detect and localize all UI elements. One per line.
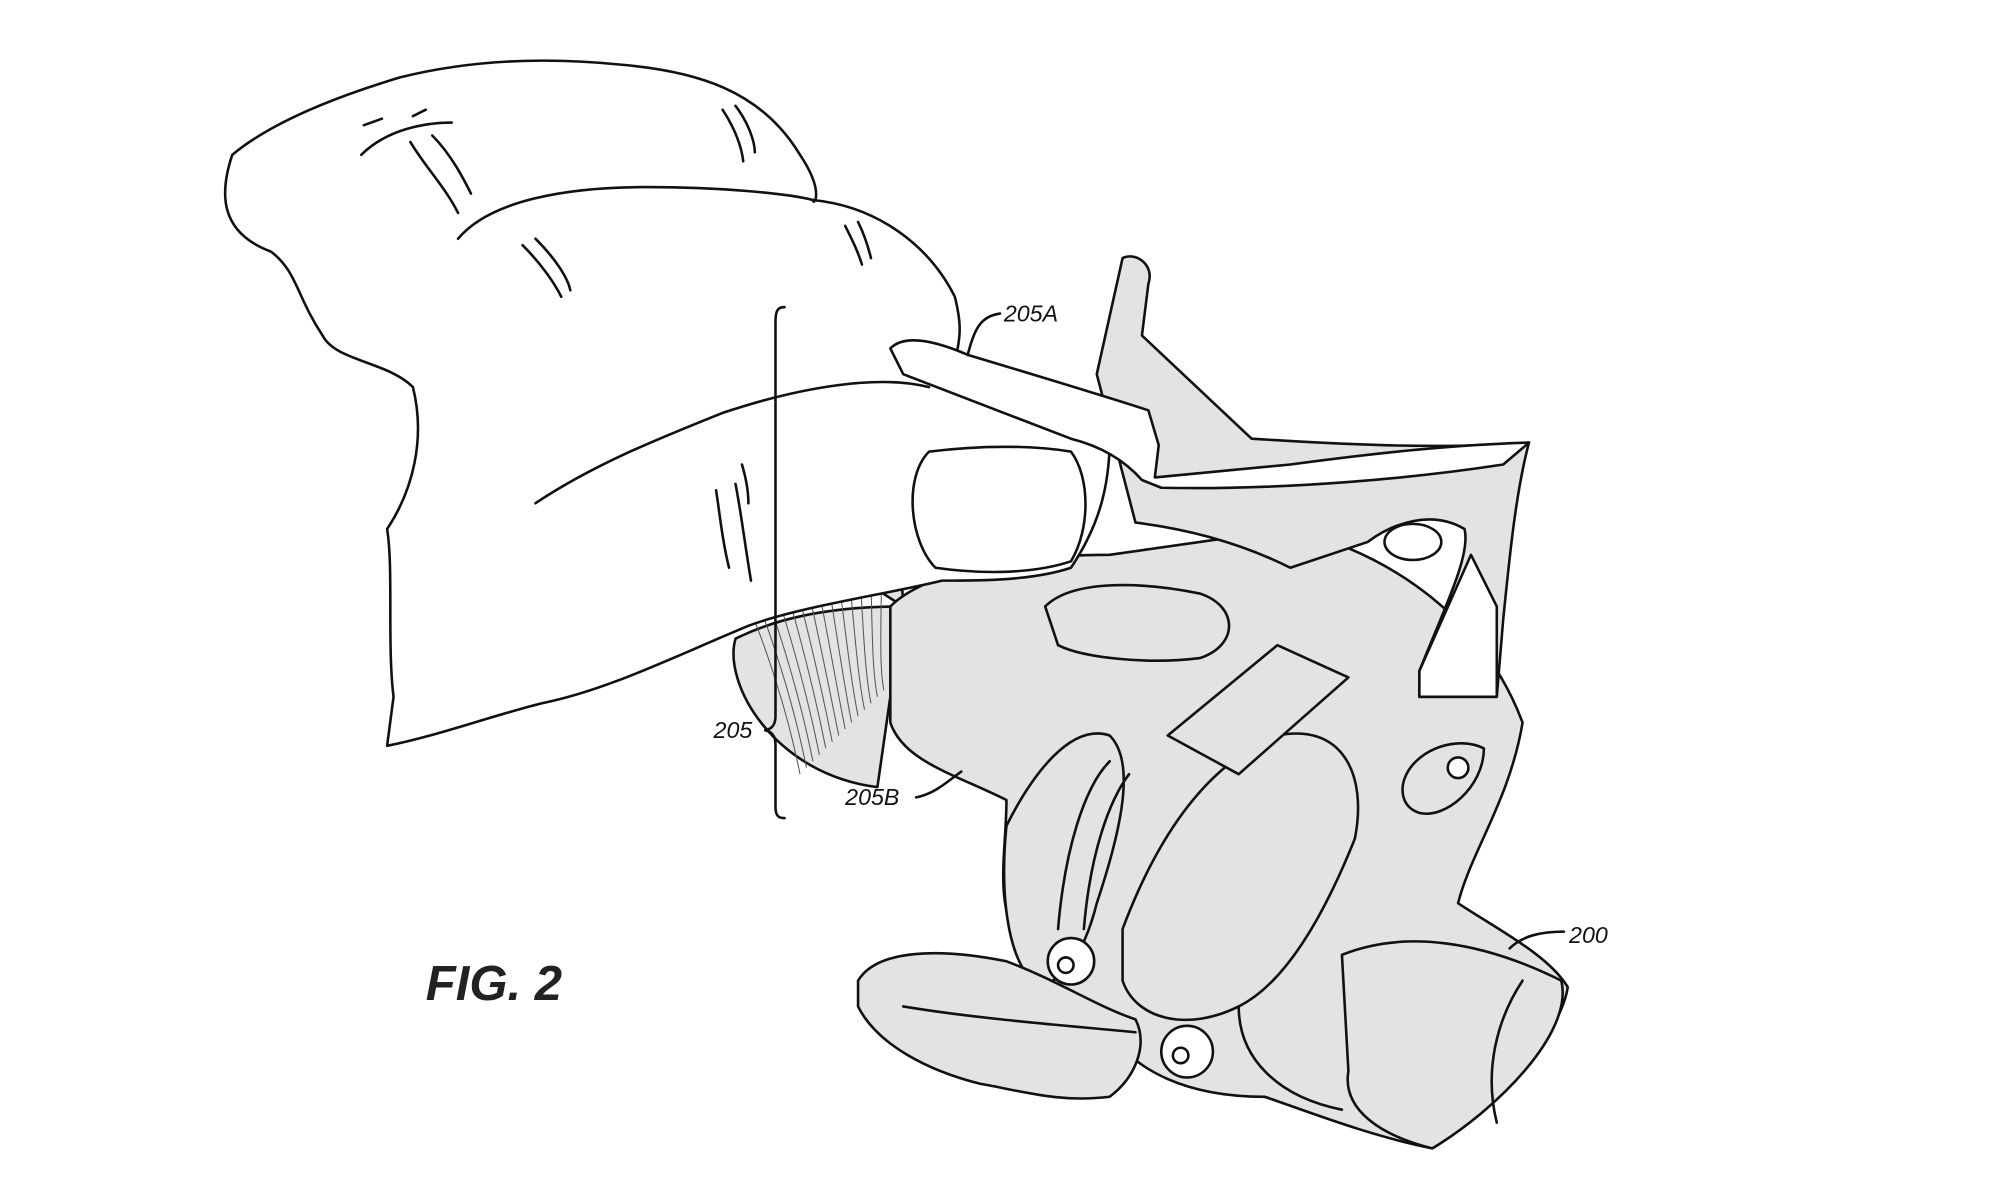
hand [223,59,1111,748]
strap-205a [889,338,1531,490]
label-205: 205 [713,717,753,743]
figure-title: FIG. 2 [426,957,562,1011]
label-205a: 205A [1003,300,1058,326]
bracket-205 [763,305,786,820]
label-205b: 205B [844,784,899,810]
label-200: 200 [1568,922,1608,948]
leader-205b [914,770,963,799]
leader-200 [1508,930,1566,950]
leader-205a [966,312,1002,357]
